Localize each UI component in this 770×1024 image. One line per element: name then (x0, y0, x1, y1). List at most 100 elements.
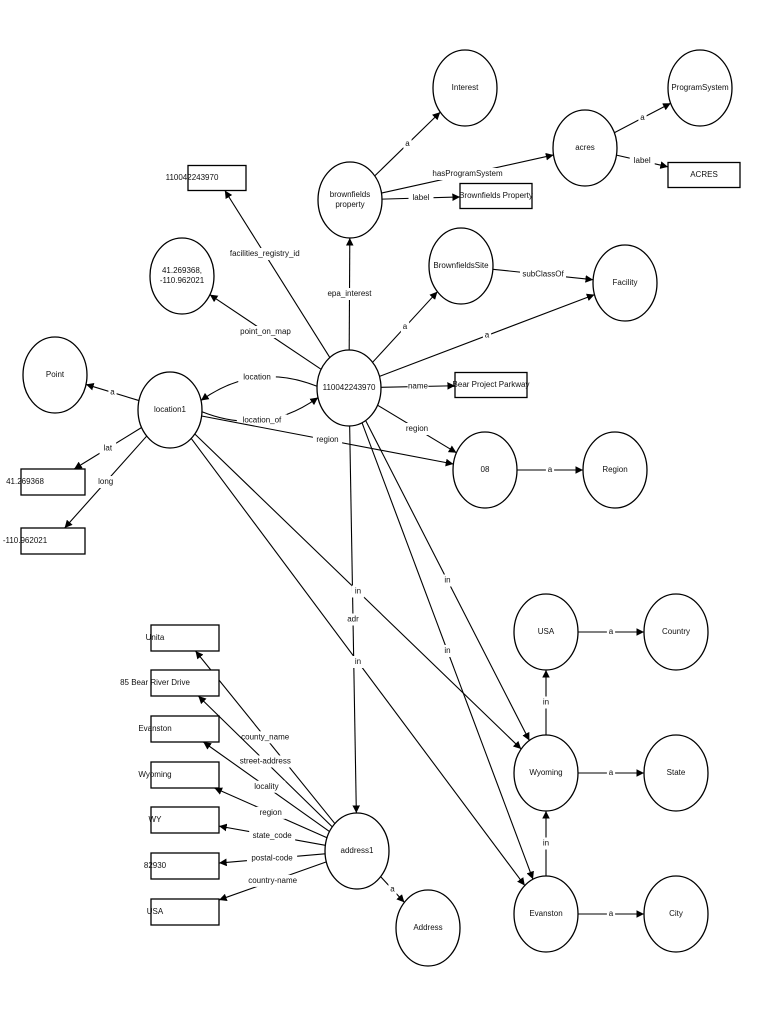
node-ellipse (582, 431, 648, 509)
edge-label: a (110, 388, 115, 397)
node-label: Unita (146, 633, 165, 642)
node-label: 82930 (144, 861, 167, 870)
edge-a-main-to-brownfields-site: a (372, 291, 438, 363)
edge-label: point_on_map (240, 327, 291, 336)
edge-label: label (413, 193, 430, 202)
node-label: 41.269368,-110.962021 (160, 266, 205, 285)
literal-box (187, 164, 247, 192)
edge-label: county_name (241, 732, 290, 741)
edge-subclassof-brownfields-site-to-facility: subClassOf (492, 268, 594, 283)
edge-label: a (485, 331, 490, 340)
node-ellipse (643, 593, 709, 671)
node-label: Brownfields Property (459, 191, 533, 200)
edge-label-background (238, 326, 293, 338)
edges-layer: ahasProgramSystemlabelalabelfacilities_r… (64, 102, 671, 920)
edge-label-background (238, 371, 276, 384)
edge-label: a (609, 627, 614, 636)
node-label: Address (413, 923, 442, 932)
edge-label-background (99, 442, 117, 455)
node-ellipse (643, 875, 709, 953)
node-region: Region (582, 431, 648, 509)
node-ellipse (452, 431, 518, 509)
edge-label-background (233, 755, 297, 768)
edge-label: in (543, 839, 549, 848)
edge-label: street-address (240, 757, 291, 766)
node-label: USA (538, 627, 555, 636)
node-ellipse (667, 49, 733, 127)
edge-street-address-address1-to-street: street-address (197, 695, 333, 828)
node-state: State (643, 734, 709, 812)
edge-label: postal-code (251, 854, 293, 863)
node-label: Evanston (138, 724, 171, 733)
edge-label-background (431, 168, 504, 180)
edge-label-background (322, 288, 377, 300)
edge-label: in (543, 698, 549, 707)
edge-hasprogramsystem-brownfields-property-to-acres: hasProgramSystem (381, 152, 554, 194)
node-label: Region (602, 465, 627, 474)
literal-box (667, 161, 741, 189)
edge-a-usa-to-country: a (578, 626, 644, 638)
node-facility: Facility (592, 244, 658, 322)
edge-a-wyoming-to-state: a (578, 767, 644, 779)
edge-label: in (444, 646, 450, 655)
edge-label-background (312, 434, 343, 446)
edge-location-of-location1-to-main: location_of (201, 397, 319, 427)
edge-label: location_of (243, 416, 282, 425)
node-label: WY (149, 815, 163, 824)
literal-box (459, 182, 533, 210)
node-label: 08 (481, 465, 490, 474)
edge-label: state_code (253, 831, 293, 840)
node-brownfields-site: BrownfieldsSite (428, 227, 494, 305)
edge-postal-code-address1-to-postal: postal-code (218, 852, 326, 867)
node-label: address1 (341, 846, 374, 855)
edge-long-location1-to-lng-literal: long (64, 435, 148, 529)
node-ellipse (317, 161, 383, 239)
edge-label: a (640, 113, 645, 122)
edge-label: a (405, 139, 410, 148)
node-bp-label: Brownfields Property (459, 182, 533, 210)
edge-label: subClassOf (522, 270, 564, 279)
literal-box (150, 852, 220, 880)
node-label: Wyoming (138, 770, 171, 779)
node-ellipse (513, 734, 579, 812)
node-label: Wyoming (529, 768, 562, 777)
node-ellipse (395, 889, 461, 967)
node-wy: WY (149, 806, 220, 834)
node-acres: acres (552, 109, 618, 187)
node-unita: Unita (146, 624, 220, 652)
edge-label-background (545, 464, 555, 476)
edge-label-background (402, 423, 432, 435)
node-address1: address1 (324, 812, 390, 890)
edge-label-background (108, 386, 117, 399)
node-usa-literal: USA (147, 898, 220, 926)
node-r08: 08 (452, 431, 518, 509)
nodes-layer: InterestacresProgramSystemACRESbrownfiel… (3, 49, 741, 967)
edge-label: region (260, 808, 282, 817)
edge-label-acres-to-acres-literal: label (616, 154, 669, 169)
edge-label-background (606, 626, 616, 638)
edge-region-address1-to-wyoming-literal: region (214, 787, 328, 839)
edge-point-on-map-main-to-coords: point_on_map (209, 294, 322, 370)
node-ellipse (324, 812, 390, 890)
edge-label-background (482, 329, 492, 342)
edge-in-location1-to-evanston: in (190, 438, 526, 886)
edge-in-location1-to-wyoming: in (194, 433, 522, 750)
node-ellipse (513, 593, 579, 671)
node-acres-literal: ACRES (667, 161, 741, 189)
edge-label: label (634, 156, 651, 165)
literal-box (150, 898, 220, 926)
edge-label: epa_interest (327, 289, 372, 298)
node-label: ProgramSystem (671, 83, 729, 92)
edge-label-background (247, 780, 286, 793)
node-label: Country (662, 627, 690, 636)
node-evanston: Evanston (513, 875, 579, 953)
edge-label: country-name (248, 876, 297, 885)
edge-label-background (539, 696, 553, 709)
edge-label: hasProgramSystem (432, 169, 503, 178)
node-registry-id: 110042243970 (166, 164, 247, 192)
edge-label: a (609, 909, 614, 918)
node-city: City (643, 875, 709, 953)
node-label: Bear Project Parkway (453, 380, 530, 389)
node-label: 41.269368 (6, 477, 44, 486)
